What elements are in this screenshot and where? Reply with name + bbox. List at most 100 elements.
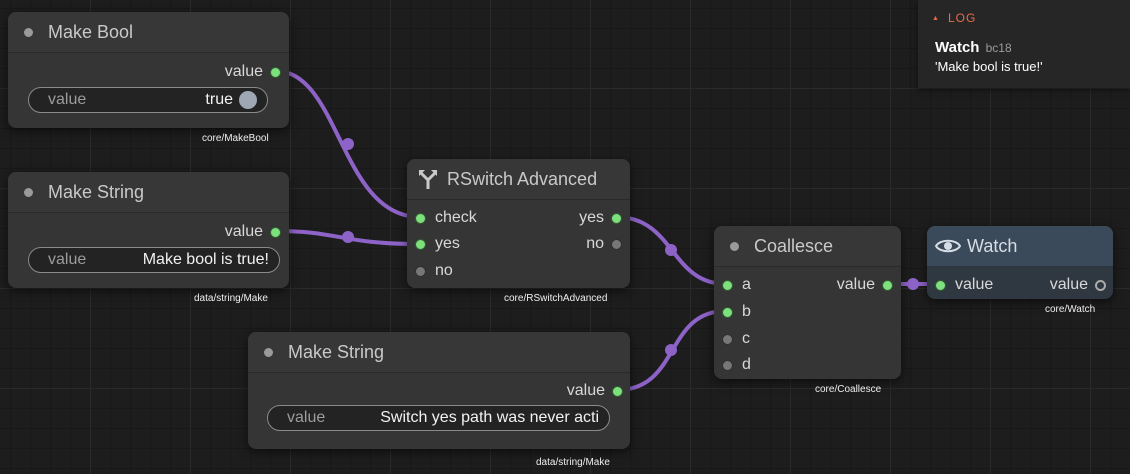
log-toggle[interactable]: ▲ LOG	[932, 11, 976, 25]
node-watch[interactable]: Watch value value	[927, 226, 1113, 299]
input-port-c[interactable]: c	[722, 330, 750, 348]
port-connector-icon[interactable]	[935, 279, 946, 291]
output-port-no[interactable]: no	[586, 235, 622, 253]
field-label: value	[287, 409, 326, 426]
node-title: Make Bool	[48, 21, 134, 42]
node-make-string[interactable]: Make String value value Switch yes path …	[248, 332, 630, 449]
port-connector-icon[interactable]	[415, 238, 426, 250]
port-label: check	[435, 209, 477, 226]
collapse-dot-icon[interactable]	[24, 187, 33, 197]
wire-makestring-to-yes[interactable]	[275, 229, 421, 246]
node-header[interactable]: Watch	[927, 226, 1113, 267]
collapse-dot-icon[interactable]	[24, 27, 33, 37]
field-value: true	[205, 91, 233, 108]
input-port-value[interactable]: value	[935, 276, 993, 294]
port-label: no	[586, 235, 604, 252]
wire-makestring2-to-b[interactable]	[616, 309, 727, 392]
port-connector-icon[interactable]	[611, 238, 622, 250]
port-label: b	[742, 303, 751, 320]
port-connector-icon[interactable]	[882, 279, 893, 291]
port-label: yes	[435, 235, 460, 252]
node-title: Make String	[288, 341, 385, 362]
node-type-label: core/RSwitchAdvanced	[504, 293, 608, 304]
port-label: value	[224, 223, 263, 240]
output-port-yes[interactable]: yes	[579, 209, 622, 227]
port-connector-icon[interactable]	[612, 385, 623, 397]
node-coallesce[interactable]: Coallesce a b c d value	[714, 226, 901, 379]
port-label: no	[435, 262, 453, 279]
input-port-check[interactable]: check	[415, 209, 477, 227]
port-connector-icon[interactable]	[722, 333, 733, 345]
node-header[interactable]: Coallesce	[714, 226, 901, 267]
field-value: Make bool is true!	[142, 251, 269, 268]
log-panel: ▲ LOG Watch bc18 'Make bool is true!'	[918, 0, 1130, 88]
node-type-label: core/MakeBool	[202, 133, 269, 144]
collapse-dot-icon[interactable]	[264, 347, 273, 357]
port-label: yes	[579, 209, 604, 226]
log-entry-message: 'Make bool is true!'	[935, 59, 1043, 74]
field-value: Switch yes path was never acti	[380, 409, 599, 426]
port-label: value	[224, 63, 263, 80]
wire-reroute-dot[interactable]	[665, 344, 677, 356]
wire-reroute-dot[interactable]	[342, 231, 354, 243]
port-label: d	[742, 356, 751, 373]
field-label: value	[48, 251, 87, 268]
port-label: value	[836, 276, 875, 293]
wire-reroute-dot[interactable]	[342, 138, 354, 150]
field-label: value	[48, 91, 87, 108]
node-title: Watch	[967, 235, 1018, 256]
input-port-b[interactable]: b	[722, 303, 751, 321]
port-label: c	[742, 330, 750, 347]
log-entry-source: Watch	[935, 39, 980, 56]
port-connector-icon[interactable]	[270, 66, 281, 78]
node-title: Coallesce	[754, 235, 834, 256]
node-header[interactable]: RSwitch Advanced	[407, 159, 630, 200]
output-port-value[interactable]: value	[567, 382, 623, 400]
string-value-field[interactable]: value Make bool is true!	[28, 247, 280, 273]
wire-makebool-to-check[interactable]	[275, 69, 421, 219]
port-connector-icon[interactable]	[270, 226, 281, 238]
node-make-bool[interactable]: Make Bool value value true	[8, 12, 289, 128]
node-header[interactable]: Make Bool	[8, 12, 289, 53]
output-port-value[interactable]: value	[225, 223, 281, 241]
port-label: a	[742, 276, 751, 293]
log-entry-id: bc18	[985, 41, 1012, 55]
node-type-label: core/Coallesce	[815, 384, 882, 395]
node-type-label: data/string/Make	[194, 293, 268, 304]
port-label: value	[955, 276, 994, 293]
port-label: value	[1049, 276, 1088, 293]
input-port-d[interactable]: d	[722, 356, 751, 374]
log-title: LOG	[947, 11, 977, 25]
input-port-yes[interactable]: yes	[415, 235, 460, 253]
node-title: Make String	[48, 181, 145, 202]
output-port-value[interactable]: value	[1050, 276, 1106, 294]
input-port-no[interactable]: no	[415, 262, 453, 280]
port-connector-icon[interactable]	[722, 359, 733, 371]
branch-split-icon	[419, 170, 437, 189]
wire-reroute-dot[interactable]	[665, 244, 677, 256]
bool-toggle-field[interactable]: value true	[28, 87, 268, 113]
node-rswitch-advanced[interactable]: RSwitch Advanced check yes no yes no	[407, 159, 630, 288]
caret-up-icon[interactable]: ▲	[932, 14, 940, 22]
port-connector-icon[interactable]	[415, 212, 426, 224]
node-header[interactable]: Make String	[8, 172, 289, 213]
port-connector-icon[interactable]	[611, 212, 622, 224]
port-connector-icon[interactable]	[722, 306, 733, 318]
node-header[interactable]: Make String	[248, 332, 630, 373]
port-connector-icon[interactable]	[722, 279, 733, 291]
wire-yes-to-a[interactable]	[615, 215, 727, 286]
string-value-field[interactable]: value Switch yes path was never acti	[267, 405, 610, 431]
port-connector-icon[interactable]	[1095, 279, 1106, 291]
node-title: RSwitch Advanced	[447, 168, 598, 189]
output-port-value[interactable]: value	[225, 63, 281, 81]
collapse-dot-icon[interactable]	[730, 241, 739, 251]
output-port-value[interactable]: value	[837, 276, 893, 294]
node-make-string[interactable]: Make String value value Make bool is tru…	[8, 172, 289, 288]
eye-icon	[935, 237, 961, 255]
log-entry-title: Watch bc18	[935, 39, 1012, 56]
port-label: value	[566, 382, 605, 399]
wire-reroute-dot[interactable]	[907, 278, 919, 290]
input-port-a[interactable]: a	[722, 276, 751, 294]
toggle-knob-icon[interactable]	[239, 91, 257, 109]
port-connector-icon[interactable]	[415, 265, 426, 277]
